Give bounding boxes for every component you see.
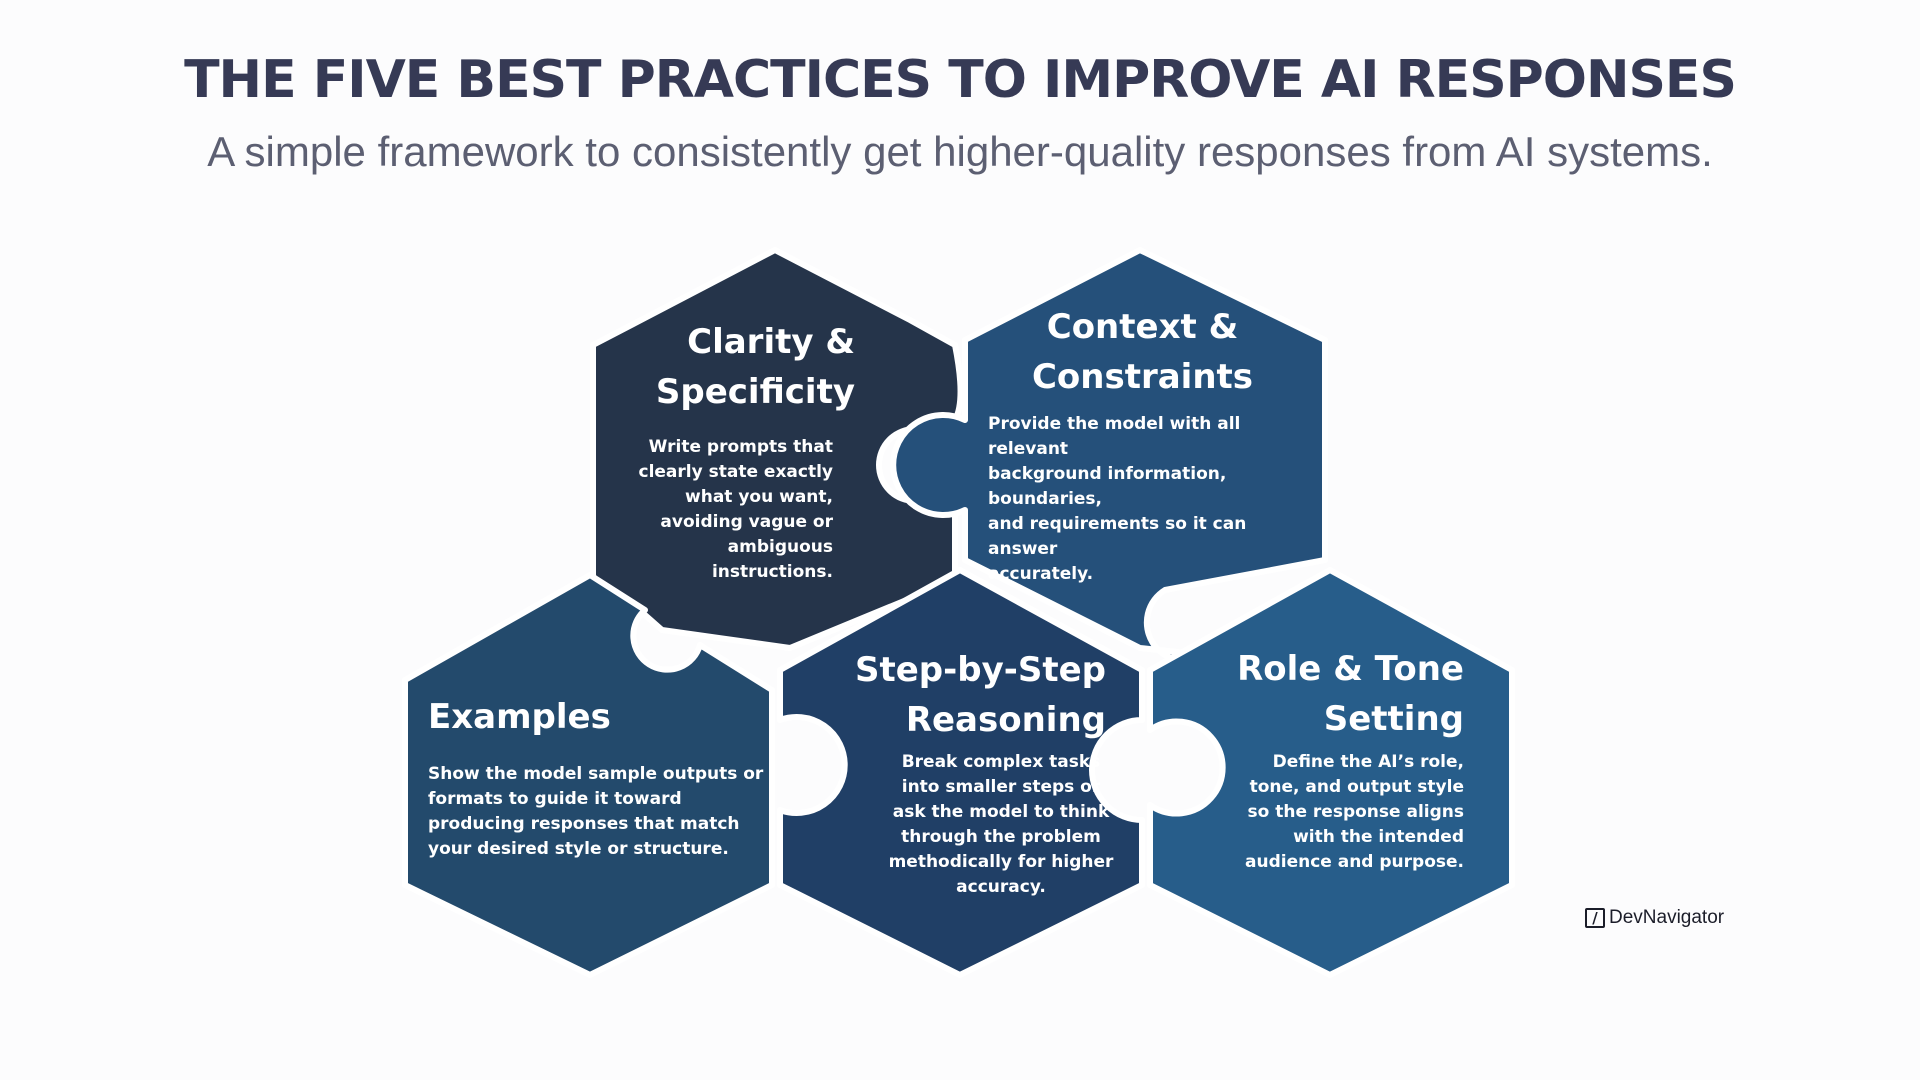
examples-title: Examples [428,692,668,742]
context-title-line1: Context & [1046,307,1239,347]
role-tone-piece [1147,567,1515,978]
devnavigator-logo-icon: / [1585,908,1605,928]
examples-desc-line: your desired style or structure. [428,839,729,859]
context-title-line2: Constraints [1031,357,1254,397]
role-tone-desc-line: Define the AI’s role, [1272,752,1464,772]
role-tone-title-line1: Role & Tone [1237,649,1464,689]
clarity-title: Clarity & Specificity [593,317,855,417]
context-piece [890,247,1328,664]
examples-title-line1: Examples [428,697,611,737]
clarity-desc-line: ambiguous [727,537,833,557]
examples-desc-line: producing responses that match [428,814,740,834]
context-desc-line: and requirements so it can answer [988,514,1247,559]
reasoning-title-line1: Step-by-Step [855,650,1106,690]
clarity-description: Write prompts that clearly state exactly… [593,435,834,585]
reasoning-desc-line: methodically for higher [888,852,1114,872]
context-title: Context & Constraints [1020,302,1265,402]
examples-desc-line: formats to guide it toward [428,789,682,809]
reasoning-desc-line: through the problem [901,827,1101,847]
examples-piece [402,572,775,978]
reasoning-piece [777,567,1145,978]
brand-mark: / DevNavigator [1585,906,1724,930]
page-subtitle: A simple framework to consistently get h… [207,128,1713,175]
clarity-desc-line: avoiding vague or [660,512,833,532]
reasoning-title-line2: Reasoning [905,700,1106,740]
role-tone-desc-line: so the response aligns [1247,802,1464,822]
page-title: THE FIVE BEST PRACTICES TO IMPROVE AI RE… [184,50,1737,110]
role-tone-title: Role & Tone Setting [1206,644,1464,744]
context-desc-line: accurately. [988,564,1094,584]
clarity-desc-line: instructions. [711,562,833,582]
clarity-title-line1: Clarity & [687,322,855,362]
role-tone-desc-line: tone, and output style [1249,777,1464,797]
context-desc-line: Provide the model with all relevant [988,414,1241,459]
reasoning-description: Break complex tasks into smaller steps o… [881,750,1121,900]
clarity-desc-line: clearly state exactly [638,462,834,482]
role-tone-desc-line: with the intended [1293,827,1464,847]
reasoning-title: Step-by-Step Reasoning [846,645,1106,745]
context-desc-line: background information, boundaries, [988,464,1227,509]
reasoning-desc-line: ask the model to think [892,802,1110,822]
role-tone-description: Define the AI’s role, tone, and output s… [1234,750,1464,875]
brand-name: DevNavigator [1609,907,1725,928]
reasoning-desc-line: Break complex tasks [901,752,1101,772]
examples-desc-line: Show the model sample outputs or [428,764,764,784]
reasoning-desc-line: accuracy. [956,877,1046,897]
examples-description: Show the model sample outputs or formats… [428,762,768,862]
clarity-desc-line: what you want, [685,487,833,507]
role-tone-desc-line: audience and purpose. [1245,852,1464,872]
clarity-title-line2: Specificity [655,372,855,412]
role-tone-title-line2: Setting [1323,699,1464,739]
reasoning-desc-line: into smaller steps or [901,777,1101,797]
clarity-desc-line: Write prompts that [648,437,833,457]
context-description: Provide the model with all relevant back… [988,412,1318,587]
